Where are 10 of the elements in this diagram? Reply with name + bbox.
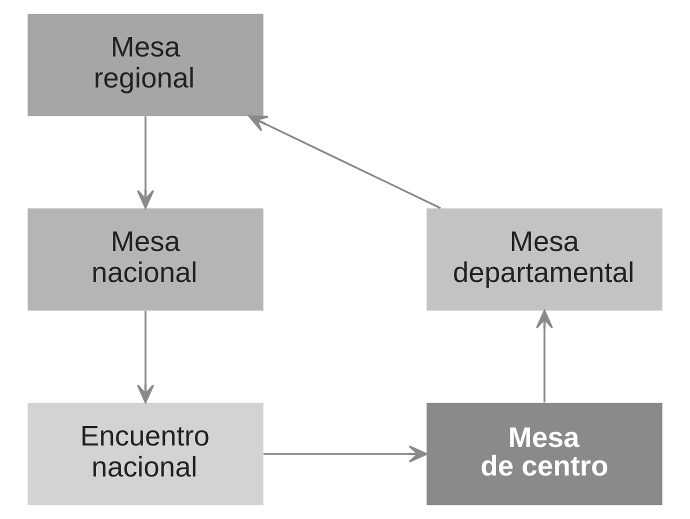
node-box: Mesa de centro [426,402,662,506]
arrow [136,116,154,209]
arrow [136,310,154,404]
arrow [536,310,554,402]
node-box: Mesa nacional [28,208,264,311]
arrow [264,445,428,463]
node-box: Mesa departamental [426,208,662,311]
node-box: Encuentro nacional [28,402,264,506]
arrow [248,115,441,209]
node-box: Mesa regional [28,14,264,116]
